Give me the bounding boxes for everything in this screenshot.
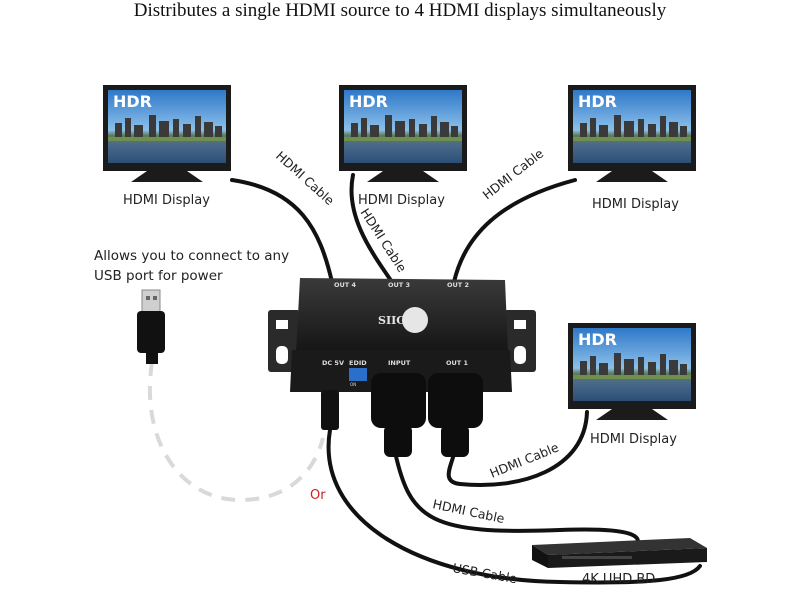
- port-label-edid: EDID: [349, 359, 367, 367]
- display-1-label: HDMI Display: [123, 193, 210, 208]
- source-label: 4K UHD BD: [582, 572, 655, 587]
- port-label-out2: OUT 2: [447, 281, 469, 289]
- hdmi-plug-input: [371, 373, 426, 428]
- display-2: HDR: [339, 85, 467, 182]
- hdr-badge: HDR: [578, 330, 617, 349]
- display-2-label: HDMI Display: [358, 193, 445, 208]
- display-3-label: HDMI Display: [592, 197, 679, 212]
- display-4-label: HDMI Display: [590, 432, 677, 447]
- cable-out2: [452, 178, 577, 284]
- edid-dip-switch: [349, 368, 367, 381]
- hdmi-plug-out1: [428, 373, 483, 428]
- cable-usb: [326, 428, 702, 585]
- port-label-out4: OUT 4: [334, 281, 357, 289]
- dip-switch-label: ON: [350, 382, 356, 387]
- cable-usb-dashed: [147, 361, 325, 503]
- cable-out4: [230, 178, 334, 284]
- hdr-badge: HDR: [578, 92, 617, 111]
- display-4: HDR: [568, 323, 696, 420]
- usb-power-note: Allows you to connect to any USB port fo…: [94, 248, 290, 284]
- hdr-badge: HDR: [349, 92, 388, 111]
- port-label-out1: OUT 1: [446, 359, 469, 367]
- or-label: Or: [310, 488, 326, 503]
- cable-input: [393, 450, 640, 547]
- port-label-out3: OUT 3: [388, 281, 410, 289]
- port-label-input: INPUT: [388, 359, 411, 367]
- hdmi-splitter: SIIG OUT 4 OUT 3 OUT 2 DC 5V EDID INPUT …: [268, 278, 536, 457]
- siig-logo-icon: [402, 307, 428, 333]
- cable-out3: [349, 173, 394, 284]
- cable-label-usb: USB Cable: [451, 560, 518, 586]
- usb-plug: [137, 289, 165, 364]
- page-title: Distributes a single HDMI source to 4 HD…: [133, 0, 667, 21]
- display-3: HDR: [568, 85, 696, 182]
- hdr-badge: HDR: [113, 92, 152, 111]
- cable-out1: [446, 410, 589, 487]
- display-1: HDR: [103, 85, 231, 182]
- usb-power-plug: [321, 390, 339, 430]
- cable-label-out1: HDMI Cable: [488, 439, 562, 480]
- port-label-dc5v: DC 5V: [322, 359, 344, 367]
- bluray-player: [532, 538, 707, 568]
- cables: [230, 173, 702, 585]
- brand-logo: SIIG: [378, 314, 406, 327]
